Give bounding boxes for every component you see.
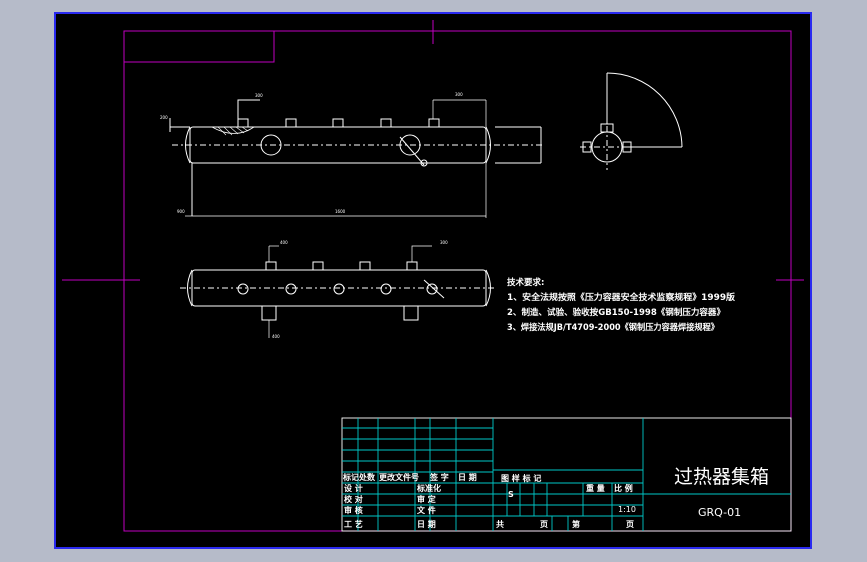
dim-label-length: 1600 (335, 209, 346, 214)
weld-hatch (211, 126, 255, 134)
drawing-title: 过热器集箱 (674, 466, 769, 488)
dim-label-top-left: 300 (255, 93, 263, 98)
drawing-number: GRQ-01 (698, 506, 741, 519)
tb-sheet-total-label: 共 (496, 519, 504, 529)
nozzle (237, 118, 249, 128)
plan-nozzle (237, 283, 249, 295)
tb-row-role: 日 期 (417, 519, 436, 529)
tb-sheet-no-unit: 页 (626, 520, 634, 529)
nozzle (285, 118, 297, 128)
tb-row-label: 工 艺 (344, 519, 363, 529)
corner-box (124, 31, 275, 63)
plan-view (180, 245, 497, 338)
tb-stage-mark: S (508, 490, 514, 499)
plan-nozzle (333, 283, 345, 295)
title-block (341, 417, 792, 532)
left-head (185, 126, 191, 164)
dim-label-bottom: 400 (272, 334, 280, 339)
tb-header-sign: 签 字 (429, 472, 449, 482)
tb-row-role: 审 定 (417, 494, 436, 504)
nozzle (428, 118, 440, 128)
note-line: 3、焊接法规JB/T4709-2000《钢制压力容器焊接规程》 (507, 322, 719, 333)
tb-row-label: 设 计 (344, 483, 363, 493)
note-line: 2、制造、试验、验收按GB150-1998《钢制压力容器》 (507, 307, 725, 318)
note-line: 1、安全法规按照《压力容器安全技术监察规程》1999版 (507, 292, 736, 303)
title-block-text: 标记 处数 更改文件号 签 字 日 期 设 计 标准化 校 对 审 定 审 核 … (342, 466, 769, 529)
front-view (169, 99, 545, 218)
nozzle (380, 118, 392, 128)
dim-label-top-right: 300 (455, 92, 463, 97)
tb-sheet-total-unit: 页 (540, 520, 548, 529)
vent-pipe (237, 99, 260, 119)
dim-label-plan-right: 300 (440, 240, 448, 245)
plan-nozzle (380, 283, 392, 295)
tb-scale-value: 1:10 (618, 505, 636, 514)
tb-row-role: 文 件 (417, 505, 436, 515)
dim-label-height: 900 (177, 209, 185, 214)
tb-row-label: 校 对 (344, 494, 363, 504)
tb-header-date: 日 期 (458, 472, 477, 482)
plan-nozzle (285, 283, 297, 295)
tb-sheet-no-label: 第 (572, 519, 580, 529)
plan-body (191, 269, 487, 307)
big-nozzle-right (399, 134, 421, 156)
side-view (580, 72, 683, 170)
bottom-nozzle (403, 305, 419, 321)
notes-heading: 技术要求: (507, 277, 544, 288)
tb-header-file: 更改文件号 (379, 472, 419, 482)
dim-label-side: 200 (160, 115, 168, 120)
tb-header-mark: 标记 (342, 472, 359, 482)
nozzle (332, 118, 344, 128)
tb-row-label: 审 核 (344, 505, 363, 515)
big-nozzle-left (260, 134, 282, 156)
tb-header-count: 处数 (358, 472, 376, 482)
tb-scale-label: 比 例 (614, 483, 633, 493)
tech-notes: 技术要求: 1、安全法规按照《压力容器安全技术监察规程》1999版 2、制造、试… (507, 277, 736, 333)
tb-stage-label: 图 样 标 记 (501, 473, 541, 483)
tb-weight-label: 重 量 (586, 483, 605, 493)
side-arc (606, 72, 683, 148)
dim-label-plan-left: 400 (280, 240, 288, 245)
plan-nozzle (426, 283, 438, 295)
tb-row-role: 标准化 (416, 483, 441, 493)
